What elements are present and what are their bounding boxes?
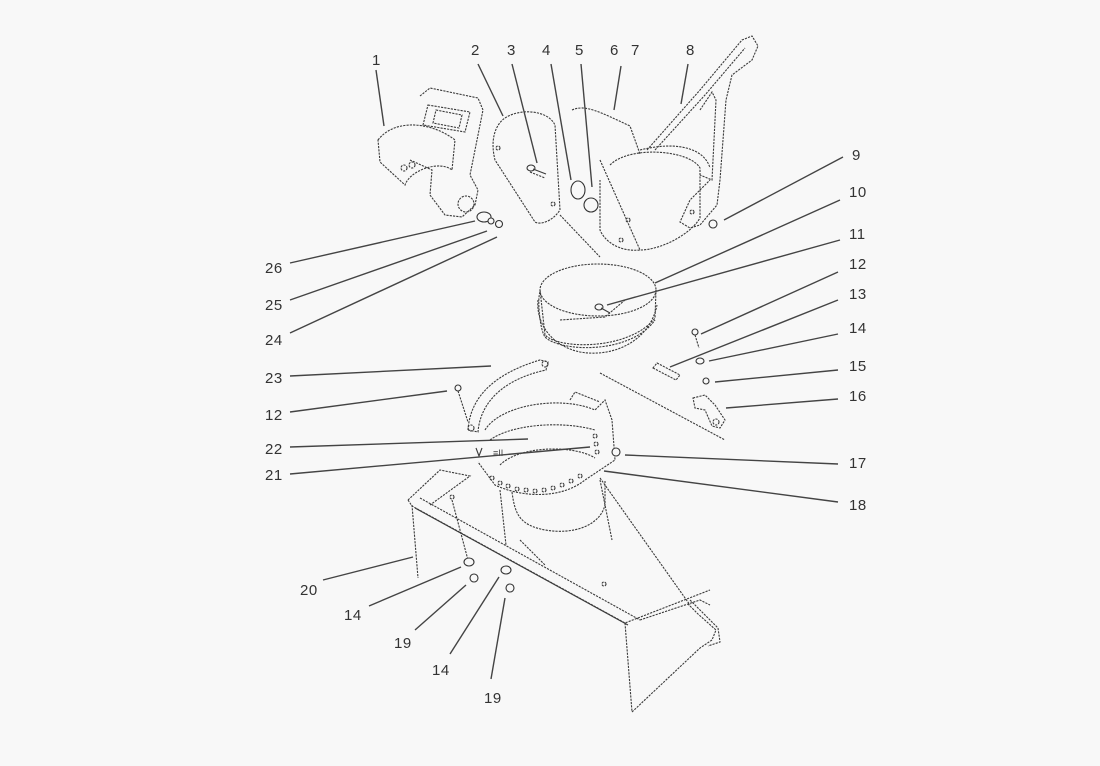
leader-line-9 [723, 156, 844, 221]
leader-line-19 [490, 597, 506, 680]
callout-2: 2 [471, 42, 480, 59]
chute-gear-hardware [526, 164, 601, 258]
leader-line-13 [669, 299, 839, 368]
callout-14: 14 [432, 662, 450, 679]
callout-14: 14 [849, 320, 867, 337]
leader-line-14 [708, 333, 839, 362]
leader-line-1 [375, 69, 385, 127]
deflector-part [377, 87, 484, 218]
leader-line-20 [322, 556, 414, 581]
leader-line-24 [289, 236, 498, 334]
leader-line-22 [289, 438, 529, 448]
flange-nut [611, 447, 621, 457]
leader-line-21 [289, 446, 591, 475]
strap-bolt [454, 384, 469, 423]
chute-lock-lever [599, 328, 726, 441]
callout-10: 10 [849, 184, 867, 201]
callout-26: 26 [265, 260, 283, 277]
leader-line-23 [289, 365, 492, 377]
callout-8: 8 [686, 42, 695, 59]
callout-14: 14 [344, 607, 362, 624]
upper-chute [571, 107, 711, 251]
callout-18: 18 [849, 497, 867, 514]
leader-line-18 [603, 470, 839, 503]
callout-21: 21 [265, 467, 283, 484]
callout-19: 19 [394, 635, 412, 652]
callout-23: 23 [265, 370, 283, 387]
callout-1: 1 [372, 52, 381, 69]
leader-line-5 [580, 63, 593, 188]
chute-ring-gear [537, 263, 658, 354]
leader-line-2 [477, 63, 504, 117]
retainer-strap [467, 359, 549, 433]
chute-base-tube [499, 479, 613, 546]
auger-housing [407, 469, 721, 713]
leader-line-3 [511, 63, 538, 164]
callout-19: 19 [484, 690, 502, 707]
leader-line-17 [624, 454, 839, 465]
leader-line-19 [414, 584, 467, 631]
leader-line-26 [289, 220, 476, 264]
callout-22: 22 [265, 441, 283, 458]
leader-line-14 [368, 566, 462, 607]
callout-3: 3 [507, 42, 516, 59]
callout-16: 16 [849, 388, 867, 405]
callout-4: 4 [542, 42, 551, 59]
leader-line-14 [449, 576, 500, 655]
callout-11: 11 [849, 226, 866, 243]
callout-24: 24 [265, 332, 283, 349]
callout-12: 12 [849, 256, 867, 273]
leader-lines [289, 63, 844, 680]
callout-25: 25 [265, 297, 283, 314]
callout-9: 9 [852, 147, 861, 164]
leader-line-12 [289, 390, 448, 413]
leader-line-8 [680, 63, 689, 105]
leader-line-10 [654, 199, 841, 284]
leader-line-4 [550, 63, 572, 181]
callout-15: 15 [849, 358, 867, 375]
callout-13: 13 [849, 286, 867, 303]
deflector-hardware [476, 211, 504, 229]
callout-7: 7 [631, 42, 640, 59]
flange-hole-row [489, 433, 600, 494]
chute-handle-bracket [646, 35, 759, 229]
leader-line-15 [714, 369, 839, 383]
housing-hardware [451, 499, 515, 593]
ring-gear-bolt [594, 303, 611, 314]
leader-line-6 [613, 65, 622, 111]
svg-text:≡II: ≡II [493, 448, 503, 458]
leader-line-12 [700, 271, 839, 335]
chute-base-flange: ≡II [475, 391, 616, 496]
callout-12: 12 [265, 407, 283, 424]
callout-20: 20 [300, 582, 318, 599]
callout-5: 5 [575, 42, 584, 59]
callout-6: 6 [610, 42, 619, 59]
leader-line-16 [725, 398, 839, 409]
leader-line-25 [289, 230, 488, 301]
callout-17: 17 [849, 455, 867, 472]
chute-side-plate [492, 111, 561, 224]
leader-line-11 [606, 239, 841, 306]
